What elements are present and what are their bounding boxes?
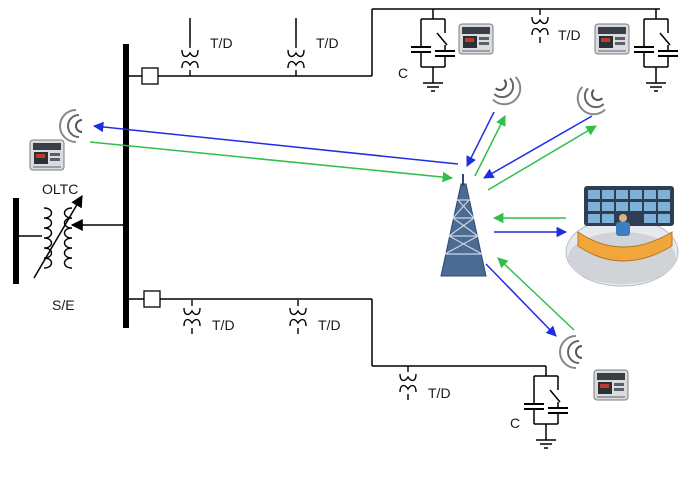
oltc-label: OLTC bbox=[42, 181, 78, 197]
td-label-top-2: T/D bbox=[316, 35, 339, 51]
wifi-signal-icon bbox=[59, 109, 83, 143]
controller-icon bbox=[29, 139, 65, 171]
wifi-signal-icon bbox=[559, 335, 583, 369]
bottom-feeder bbox=[126, 290, 569, 449]
td-transformer-top-right bbox=[531, 8, 549, 44]
control-room-icon bbox=[565, 186, 679, 287]
wifi-signal-icon bbox=[487, 71, 528, 112]
capacitor-label-top: C bbox=[398, 65, 408, 81]
controller-icon bbox=[594, 23, 630, 55]
td-label-bottom-1: T/D bbox=[212, 317, 235, 333]
capacitor-bank-top-right bbox=[633, 8, 679, 92]
capacitor-label-bottom: C bbox=[510, 415, 520, 431]
td-label-top-3: T/D bbox=[558, 27, 581, 43]
top-feeder-breaker bbox=[141, 67, 159, 85]
td-label-bottom-3: T/D bbox=[428, 385, 451, 401]
td-label-top-1: T/D bbox=[210, 35, 233, 51]
td-label-bottom-2: T/D bbox=[318, 317, 341, 333]
comm-links bbox=[89, 111, 597, 337]
capacitor-bank-top-left bbox=[410, 8, 456, 92]
bottom-feeder-breaker bbox=[143, 290, 161, 308]
controller-icon bbox=[458, 23, 494, 55]
wifi-signal-icon bbox=[570, 81, 611, 122]
top-feeder bbox=[126, 8, 660, 85]
substation-label: S/E bbox=[52, 297, 75, 313]
radio-tower-icon bbox=[440, 174, 487, 277]
oltc-transformer bbox=[19, 194, 123, 279]
controller-icon bbox=[593, 369, 629, 401]
